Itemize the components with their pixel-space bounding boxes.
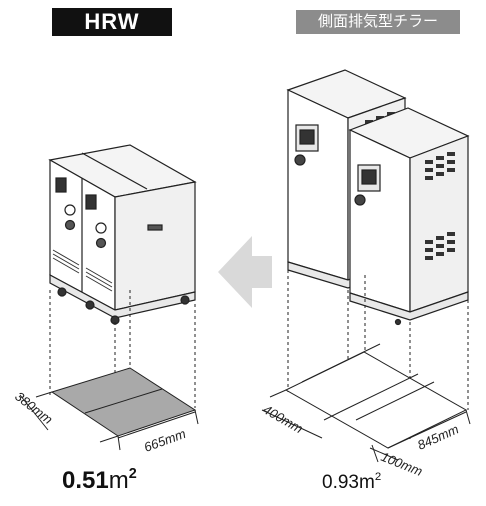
chiller-area-unit: m [358, 471, 375, 493]
hrw-width-label: 665mm [142, 426, 188, 455]
chiller-area: 0.93m2 [322, 471, 381, 494]
hrw-unit [48, 144, 197, 325]
chiller-gap-label: 100mm [379, 449, 425, 479]
hrw-title: HRW [52, 8, 172, 36]
hrw-area-value: 0.51 [62, 467, 109, 495]
hrw-display-right [85, 194, 97, 210]
chiller-dimension-lines [261, 389, 471, 463]
side-exhaust-chiller-title: 側面排気型チラー [296, 10, 460, 34]
hrw-area-unit: m [108, 467, 129, 495]
hrw-dimension-lines [19, 391, 199, 451]
chiller-depth-label: 400mm [261, 402, 306, 437]
hrw-area: 0.51m2 [62, 466, 137, 495]
chiller-area-value: 0.93 [322, 471, 359, 493]
arrow-left-icon [218, 236, 272, 308]
hrw-footprint [50, 367, 197, 437]
hrw-area-power: 2 [128, 466, 137, 482]
chiller-area-power: 2 [374, 471, 382, 483]
hrw-depth-label: 380mm [12, 389, 56, 428]
chiller-unit-front [348, 107, 470, 326]
hrw-display-left [55, 177, 67, 193]
